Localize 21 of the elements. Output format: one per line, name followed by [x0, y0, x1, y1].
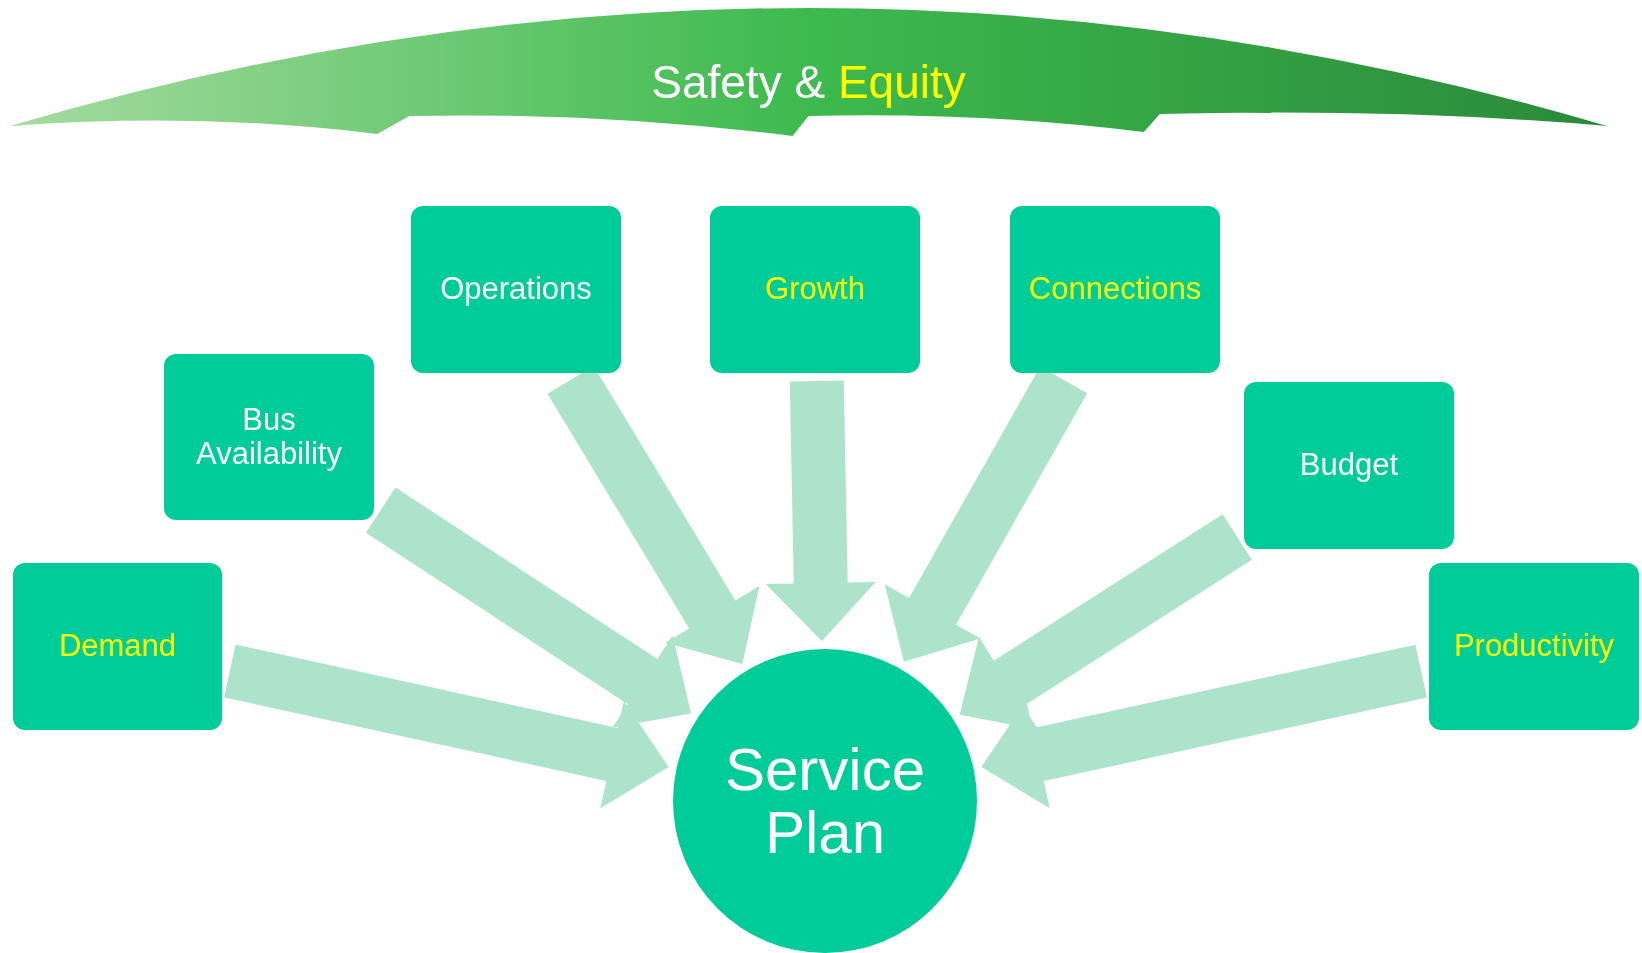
process-box [1010, 206, 1220, 373]
block-arrow [959, 514, 1252, 730]
block-arrow [981, 644, 1427, 809]
node-label: Connections [1028, 272, 1202, 307]
node-label: Budget [1299, 448, 1399, 483]
process-box [13, 563, 222, 730]
node-label: Service Plan [723, 738, 927, 864]
block-arrow [365, 487, 692, 728]
block-arrow [224, 644, 669, 809]
node-label: Bus Availability [195, 402, 343, 472]
process-box [710, 206, 920, 373]
node-label: Demand [58, 629, 177, 664]
process-box [1429, 563, 1639, 730]
process-box [411, 206, 621, 373]
process-box [164, 354, 374, 520]
node-label: Growth [765, 272, 865, 307]
banner-title: Safety & Equity [651, 55, 966, 109]
node-label: Operations [440, 272, 592, 307]
block-arrow [765, 380, 876, 641]
node-label: Productivity [1453, 629, 1615, 664]
process-box [1244, 382, 1454, 549]
